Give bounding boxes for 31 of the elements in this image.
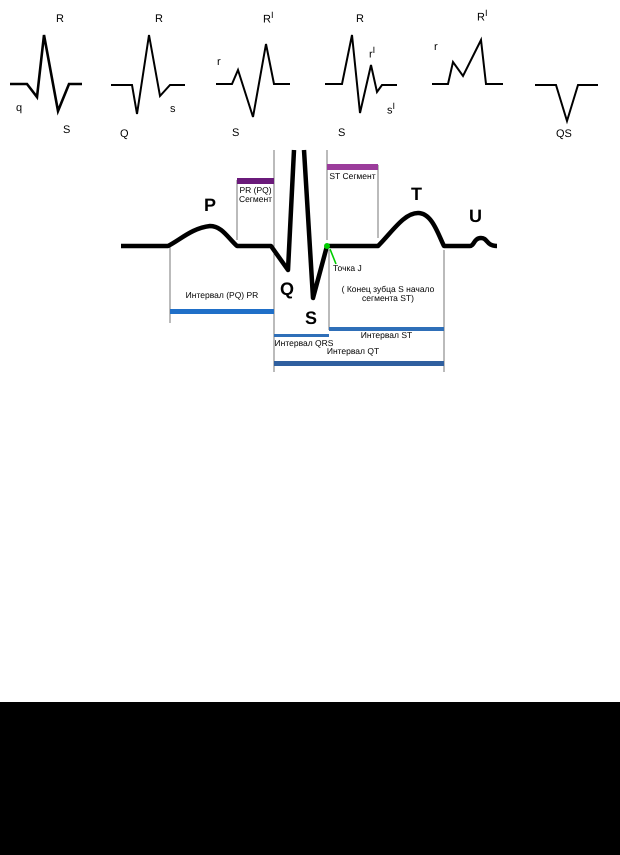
- wave-label: R: [356, 13, 364, 26]
- wave-label: q: [16, 102, 22, 114]
- note-text: ( Конец зубца S начало сегмента ST): [340, 285, 436, 304]
- wave-label: R$^{I}$: [477, 8, 488, 24]
- wave-label: s$^{I}$: [387, 101, 396, 117]
- wave-label: R: [155, 13, 163, 26]
- wave-label: r: [434, 41, 438, 54]
- leader-line: [329, 248, 337, 264]
- point-label: Точка J: [333, 264, 362, 274]
- wave-label: P: [204, 196, 216, 216]
- wave-label: S: [232, 127, 240, 140]
- wave-label: r: [217, 56, 221, 68]
- wave-label: U: [469, 207, 482, 227]
- wave-label: S: [305, 309, 318, 329]
- interval-label: Интервал QRS: [274, 339, 334, 348]
- wave-label: QS: [556, 128, 572, 140]
- j-point-dot: [324, 243, 330, 249]
- wave-label: s: [170, 103, 176, 116]
- wave-label: R$^{I}$: [263, 10, 274, 26]
- wave-label: T: [411, 185, 422, 205]
- interval-label: Интервал (PQ) PR: [184, 291, 260, 300]
- interval-label: Интервал ST: [360, 331, 414, 340]
- wave-label: S: [338, 127, 346, 140]
- wave-label: R: [56, 13, 64, 26]
- wave-label: r$^{I}$: [369, 45, 376, 61]
- wave-label: Q: [280, 280, 294, 300]
- wave-label: S: [63, 124, 70, 136]
- segment-label: ST Сегмент: [328, 172, 377, 182]
- segment-label: PR (PQ) Сегмент: [238, 186, 274, 205]
- wave-label: Q: [120, 128, 129, 140]
- interval-label: Интервал QT: [326, 347, 380, 356]
